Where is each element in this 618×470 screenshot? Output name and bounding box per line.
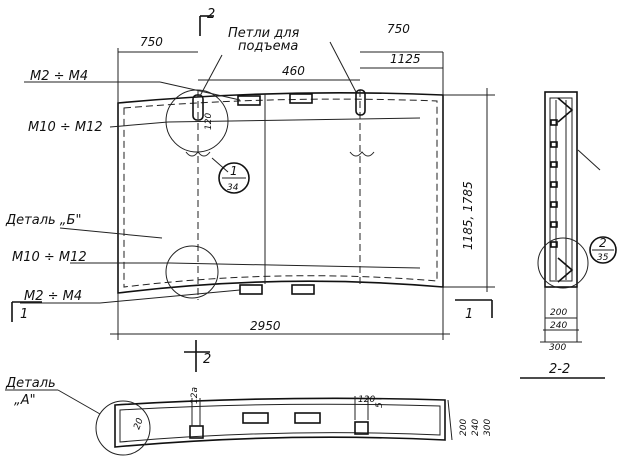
section-label-bottom: 2 [203, 352, 211, 367]
rebar-node [550, 161, 558, 168]
detail-a-label-2: „А" [14, 393, 36, 408]
label-m10m12-top: М10 ÷ М12 [28, 120, 103, 135]
label-m10m12-bottom: М10 ÷ М12 [12, 250, 87, 265]
section-inner [549, 97, 573, 282]
rebar-node [550, 141, 558, 148]
embedded-plate-bottom-1 [239, 284, 263, 295]
leader-m2m4-top [159, 81, 241, 101]
dim-750-left: 750 [140, 35, 163, 49]
dim-750-right: 750 [387, 22, 410, 36]
lifting-loop-left [192, 94, 204, 121]
section-dim-200: 200 [550, 308, 567, 318]
label-m2m4-bottom: М2 ÷ М4 [24, 289, 82, 304]
section-outline [544, 91, 578, 288]
callout-detail-2-number: 2 [599, 236, 607, 250]
detail-dim-120: 120 [358, 395, 375, 405]
label-detail-b: Деталь „Б" [5, 213, 81, 228]
loop-symbol-right [349, 151, 375, 157]
lifting-loop-right [355, 89, 366, 116]
beam-plate-1 [242, 412, 269, 424]
rebar-node [550, 241, 558, 248]
detail-dim-12a: 12a [190, 387, 200, 404]
embedded-plate-bottom-2 [291, 284, 315, 295]
beam-plate-2 [294, 412, 321, 424]
detail-2-circle [537, 237, 589, 289]
label-m2m4-top: М2 ÷ М4 [30, 69, 88, 84]
detail-dim-5: 5 [375, 402, 385, 408]
detail-a-label-1: Деталь [5, 376, 56, 391]
slab-inner-outline [123, 98, 438, 288]
callout-detail-1 [218, 162, 250, 194]
embedded-plate-top-1 [237, 95, 261, 106]
leader-loops-right [329, 41, 357, 93]
lifting-loops-label-2: подъема [238, 39, 298, 54]
section-dim-300: 300 [549, 343, 566, 353]
loop-symbol-left [185, 151, 211, 157]
detail-a-circle-bottom [95, 400, 151, 456]
leader-loops-left [199, 54, 223, 97]
callout-detail-1-number: 1 [230, 164, 238, 178]
dim-460: 460 [282, 64, 305, 78]
beam-socket-left [189, 425, 204, 439]
section-leader [577, 149, 601, 171]
embedded-plate-top-2 [289, 93, 313, 104]
detail-a-leader [57, 389, 101, 415]
detail-a-view: Деталь „А" 12a 120 5 200 240 300 20 [5, 376, 493, 456]
dim-120-vertical: 120 [204, 113, 214, 130]
beam-socket-right [354, 421, 369, 435]
plan-view: 2 2 1 1 Петли для подъема 750 750 1125 4… [5, 7, 495, 372]
beam-inner [119, 403, 441, 443]
leader-m10m12-top-long [167, 117, 421, 123]
detail-dim-200: 200 [459, 419, 469, 436]
callout-detail-2 [589, 236, 617, 264]
dim-height: 1185, 1785 [461, 181, 475, 250]
callout-detail-2-sheet: 35 [597, 253, 609, 263]
rebar-node [550, 119, 558, 126]
leader-detail-b [59, 227, 163, 239]
detail-b-circle [165, 245, 219, 299]
leader-callout1 [211, 157, 229, 173]
dim-2950: 2950 [250, 319, 281, 333]
lifting-loops-label-1: Петли для [228, 26, 300, 41]
leader-m10m12-bottom-long [169, 262, 421, 269]
section-label-left: 1 [20, 307, 28, 322]
detail-dim-300: 300 [483, 419, 493, 436]
section-dim-240: 240 [550, 321, 567, 331]
rebar-node [550, 181, 558, 188]
detail-dim-20: 20 [132, 417, 145, 431]
leader-m10m12-top [109, 121, 169, 128]
section-label-top: 2 [207, 7, 215, 22]
dim-1125: 1125 [390, 52, 421, 66]
rebar-zigzag-top [557, 97, 574, 123]
rebar-zigzag-bottom [557, 257, 574, 283]
leader-m2m4-bottom [99, 289, 241, 304]
callout-detail-1-sheet: 34 [227, 183, 239, 193]
beam-outline [114, 397, 446, 448]
rebar-node [550, 201, 558, 208]
ext-line [447, 399, 453, 441]
detail-dim-240: 240 [471, 419, 481, 436]
section-label-right: 1 [465, 307, 473, 322]
section-2-2: 200 240 300 2-2 2 35 [520, 91, 617, 379]
section-title: 2-2 [549, 362, 570, 377]
rebar-node [550, 221, 558, 228]
